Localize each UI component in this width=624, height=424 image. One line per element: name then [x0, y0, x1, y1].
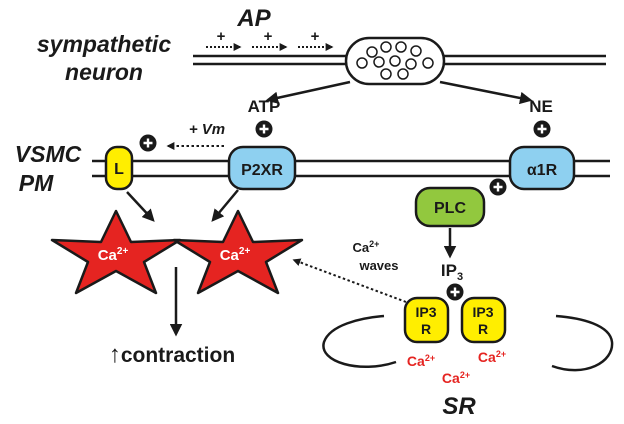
plus-circle-atp	[255, 120, 273, 138]
sr-calcium-1: Ca2+	[407, 353, 435, 369]
plus-circle-l-channel	[139, 134, 157, 152]
ap-plus-1: +	[217, 28, 226, 45]
vm-label: + Vm	[189, 121, 225, 138]
plc-label: PLC	[434, 200, 466, 217]
ap-plus-3: +	[311, 28, 320, 45]
calcium-star-right: Ca2+	[172, 209, 304, 295]
l-channel-label: L	[114, 161, 124, 178]
plc-enzyme: PLC	[414, 186, 486, 228]
vesicle	[356, 57, 368, 69]
p2xr-label: P2XR	[241, 162, 283, 179]
plus-circle-plc	[489, 178, 507, 196]
vesicle	[422, 57, 434, 69]
l-type-channel: L	[104, 145, 134, 191]
vesicle	[397, 68, 409, 80]
ap-propagation: + + +	[206, 28, 334, 51]
contraction-label: ↑contraction	[109, 341, 235, 368]
vesicle	[389, 55, 401, 67]
atp-release-arrow	[265, 80, 351, 104]
pm-label: PM	[19, 170, 54, 196]
ip3-receptor-right: IP3 R	[460, 296, 507, 344]
ip3r-left-line2: R	[421, 321, 431, 337]
vesicle	[366, 46, 378, 58]
vesicle	[395, 41, 407, 53]
neuron-label: neuron	[65, 59, 143, 85]
ip3r-right-line1: IP3	[472, 304, 493, 320]
sr-calcium-2: Ca2+	[478, 349, 506, 365]
calcium-label-left: Ca2+	[98, 246, 129, 264]
ne-label: NE	[529, 97, 553, 116]
vesicle	[405, 58, 417, 70]
calcium-star-left: Ca2+	[50, 209, 182, 295]
ip3r-right-line2: R	[478, 321, 488, 337]
ca-waves-label-top: Ca2+	[353, 239, 380, 255]
vesicle	[380, 68, 392, 80]
vesicle	[410, 45, 422, 57]
sr-calcium-3: Ca2+	[442, 370, 470, 386]
ca-waves-label-bottom: waves	[358, 258, 398, 273]
alpha1r-receptor: α1R	[508, 145, 576, 191]
vsmc-label: VSMC	[15, 141, 82, 167]
ip3r-left-line1: IP3	[415, 304, 436, 320]
sr-label: SR	[442, 393, 476, 420]
p2xr-receptor: P2XR	[227, 145, 297, 191]
alpha1r-label: α1R	[527, 162, 558, 179]
ap-label: AP	[236, 5, 271, 32]
vesicle	[373, 56, 385, 68]
atp-label: ATP	[248, 97, 281, 116]
l-to-ca-arrow	[126, 191, 155, 222]
sympathetic-label: sympathetic	[37, 31, 171, 57]
p2xr-to-ca-arrow	[211, 189, 239, 222]
calcium-label-right: Ca2+	[220, 246, 251, 264]
ip3-receptor-left: IP3 R	[403, 296, 450, 344]
ne-release-arrow	[439, 80, 533, 105]
plus-circle-ne	[533, 120, 551, 138]
ap-plus-2: +	[264, 28, 273, 45]
plus-circle-ip3	[446, 283, 464, 301]
ip3-label: IP3	[441, 261, 463, 283]
vesicle	[380, 41, 392, 53]
varicosity	[344, 36, 446, 86]
